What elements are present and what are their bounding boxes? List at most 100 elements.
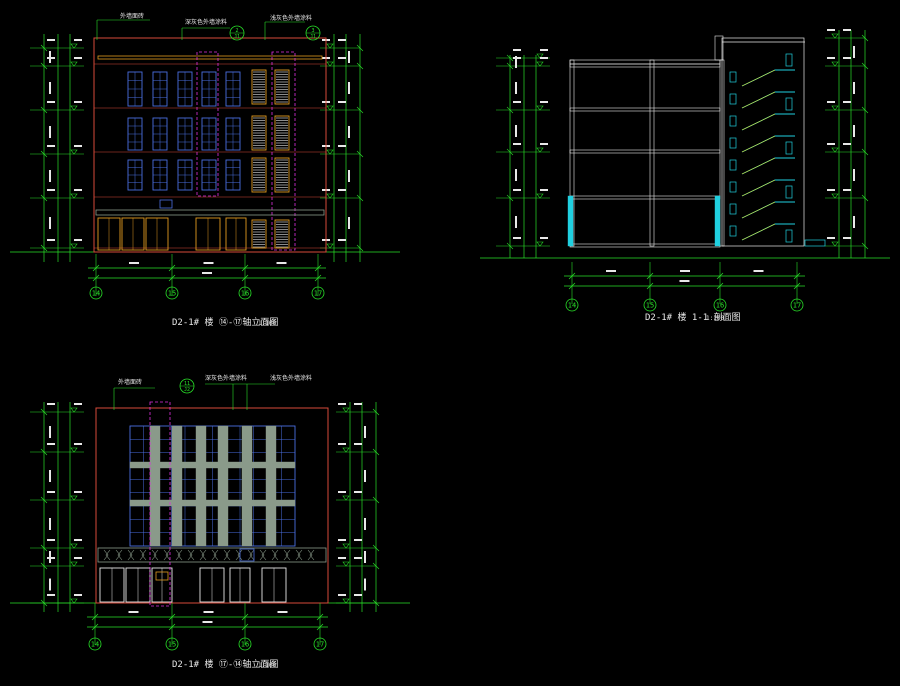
level-value-mark xyxy=(827,57,835,59)
level-value-mark xyxy=(74,491,82,493)
louver-frame xyxy=(251,157,267,193)
stair-door xyxy=(785,97,793,111)
dimension-text-mark xyxy=(680,270,690,272)
dimension-tick xyxy=(40,244,48,252)
window-bay xyxy=(225,159,241,191)
callout-text: 深灰色外墙涂料 xyxy=(185,18,227,26)
stair-flight xyxy=(741,69,795,87)
stair-door xyxy=(729,181,737,193)
storefront-door xyxy=(97,217,121,251)
level-value-mark xyxy=(540,189,548,191)
level-value-mark xyxy=(338,539,346,541)
dimension-tick xyxy=(861,34,869,42)
level-marker xyxy=(70,105,78,111)
level-marker xyxy=(831,33,839,39)
window-bay xyxy=(177,159,193,191)
level-value-mark xyxy=(540,57,548,59)
storefront-door xyxy=(199,567,225,603)
detail-callout-sheet: J1 xyxy=(234,34,240,40)
stone-pier xyxy=(217,425,229,547)
dimension-text-mark xyxy=(348,217,350,229)
dimension-text-mark xyxy=(515,82,517,94)
dimension-tick xyxy=(506,106,514,114)
front-elevation-scale: 1:100 xyxy=(258,320,276,327)
stair-flight xyxy=(741,157,795,175)
signage-panel xyxy=(155,571,169,581)
dimension-tick xyxy=(40,408,48,416)
level-value-mark xyxy=(843,101,851,103)
floor-slab xyxy=(569,243,721,248)
stair-door xyxy=(729,93,737,105)
axis-bubble xyxy=(165,637,179,651)
stone-pier xyxy=(241,425,253,547)
level-value-mark xyxy=(338,594,346,596)
callout-text: 浅灰色外墙涂料 xyxy=(270,374,312,382)
level-value-mark xyxy=(47,145,55,147)
dimension-text-mark xyxy=(348,170,350,182)
level-value-mark xyxy=(354,539,362,541)
stair-door xyxy=(785,185,793,199)
level-marker xyxy=(831,61,839,67)
stone-pier xyxy=(195,425,207,547)
stair-door xyxy=(785,53,793,67)
dimension-tick xyxy=(356,244,364,252)
dimension-tick xyxy=(40,62,48,70)
dimension-text-mark xyxy=(202,621,213,623)
dimension-tick xyxy=(40,448,48,456)
level-value-mark xyxy=(540,101,548,103)
level-value-mark xyxy=(354,594,362,596)
axis-label: 15 xyxy=(168,290,176,298)
level-value-mark xyxy=(843,57,851,59)
section-title: D2-1# 楼 1-1 剖面图 xyxy=(645,311,741,323)
dimension-text-mark xyxy=(515,56,517,68)
level-marker xyxy=(70,561,78,567)
level-value-mark xyxy=(47,239,55,241)
dimension-tick xyxy=(40,150,48,158)
louver-frame xyxy=(251,115,267,151)
band-ornament xyxy=(127,549,135,561)
level-value-mark xyxy=(338,443,346,445)
axis-label: 16 xyxy=(241,641,249,649)
level-marker xyxy=(70,598,78,604)
window-bay xyxy=(225,71,241,107)
level-value-mark xyxy=(354,491,362,493)
level-marker xyxy=(70,495,78,501)
horizontal-dimension-rows xyxy=(87,603,328,645)
level-value-mark xyxy=(74,57,82,59)
level-marker xyxy=(536,53,544,59)
louver-panel xyxy=(251,115,267,151)
dimension-text-mark xyxy=(49,578,51,591)
stair-flight xyxy=(741,113,795,131)
callout-text: 深灰色外墙涂料 xyxy=(205,374,247,382)
axis-bubble xyxy=(713,298,727,312)
level-marker xyxy=(536,241,544,247)
storefront-door xyxy=(225,217,247,251)
stair-door xyxy=(729,137,737,149)
level-marker xyxy=(536,147,544,153)
stair-flight xyxy=(741,91,795,109)
axis-label: 14 xyxy=(91,641,99,649)
louver-panel xyxy=(274,115,290,151)
stair-tower xyxy=(721,37,805,247)
axis-bubble xyxy=(165,286,179,300)
axis-bubble xyxy=(790,298,804,312)
stair-door xyxy=(729,159,737,171)
level-marker xyxy=(326,149,334,155)
axis-bubble xyxy=(88,637,102,651)
dimension-text-mark xyxy=(49,426,51,438)
stair-flight xyxy=(741,179,795,197)
level-marker xyxy=(70,407,78,413)
level-marker xyxy=(70,43,78,49)
parapet-band xyxy=(97,55,323,60)
rear-elevation-scale: 1:100 xyxy=(258,662,276,669)
dimension-text-mark xyxy=(348,51,350,63)
stair-handrail xyxy=(741,69,776,87)
level-value-mark xyxy=(338,145,346,147)
dimension-tick xyxy=(506,54,514,62)
axis-label: 17 xyxy=(314,290,322,298)
dimension-text-mark xyxy=(49,82,51,94)
detail-callout-sheet: J1 xyxy=(310,34,316,40)
dimension-text-mark xyxy=(364,578,366,591)
